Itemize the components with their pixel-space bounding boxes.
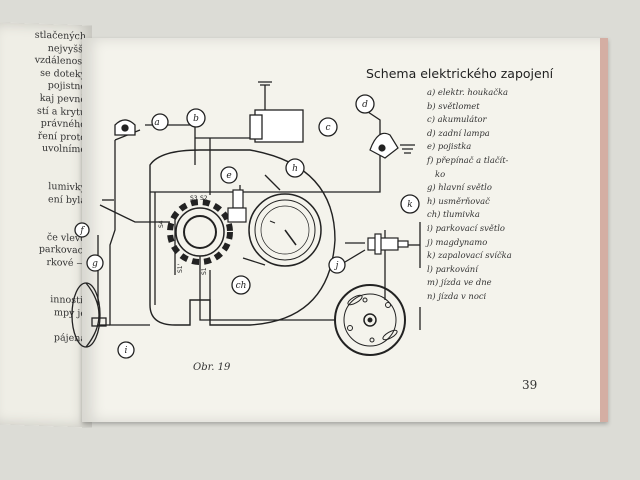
page-number: 39 <box>522 378 538 392</box>
legend-item: m) jízda ve dne <box>427 277 492 288</box>
legend-item: ch) tlumivka <box>427 209 480 220</box>
callout-j: j <box>334 261 339 271</box>
callout-b: b <box>193 114 199 124</box>
legend-item: d) zadní lampa <box>427 127 490 138</box>
rectifier <box>227 207 247 223</box>
legend-item: f) přepínač a tlačít- <box>427 154 509 165</box>
engine-outline <box>149 149 336 326</box>
legend-item: h) usměrňovač <box>427 195 490 206</box>
callout-ch: ch <box>236 281 247 291</box>
legend-item: k) zapalovací svíčka <box>427 250 512 261</box>
legend-item: g) hlavní světlo <box>427 182 492 193</box>
callout-f: f <box>79 226 85 236</box>
callout-i: i <box>125 346 128 356</box>
page-edge <box>600 38 608 422</box>
figure-caption: Obr. 19 <box>193 362 231 373</box>
schematic-title: Schema elektrického zapojení <box>366 66 554 81</box>
legend-item: e) pojistka <box>427 141 472 152</box>
schematic-legend: a) elektr. houkačka b) světlomet c) akum… <box>427 86 557 304</box>
generator-gear <box>167 199 233 265</box>
headlight <box>71 282 107 348</box>
terminal-label: S4 <box>158 220 165 228</box>
legend-item: b) světlomet <box>427 100 480 111</box>
fuse <box>232 189 244 209</box>
callout-h: h <box>292 164 298 174</box>
terminal-label: S1 <box>201 267 208 275</box>
callout-c: c <box>325 123 330 133</box>
callout-a: a <box>154 118 159 128</box>
callouts <box>74 94 420 359</box>
battery <box>249 109 304 143</box>
speedometer <box>248 193 322 267</box>
callout-k: k <box>407 200 412 210</box>
legend-item: l) parkování <box>427 263 478 274</box>
terminal-label: S2 <box>200 195 208 202</box>
horn <box>114 119 136 136</box>
terminal-label: S3 <box>190 195 198 202</box>
callout-e: e <box>226 171 231 181</box>
callout-d: d <box>362 100 368 110</box>
legend-item: i) parkovací světlo <box>427 222 505 233</box>
legend-item: ko <box>435 168 446 179</box>
magneto-flywheel <box>334 284 406 356</box>
legend-item: j) magdynamo <box>427 236 488 247</box>
tail-lamp <box>369 132 399 159</box>
legend-item: n) jízda v noci <box>427 290 487 301</box>
spark-plug <box>367 233 409 255</box>
legend-item: a) elektr. houkačka <box>427 87 509 97</box>
legend-item: c) akumulátor <box>427 114 487 125</box>
callout-g: g <box>92 259 98 269</box>
terminal-label: S1' <box>177 263 184 273</box>
